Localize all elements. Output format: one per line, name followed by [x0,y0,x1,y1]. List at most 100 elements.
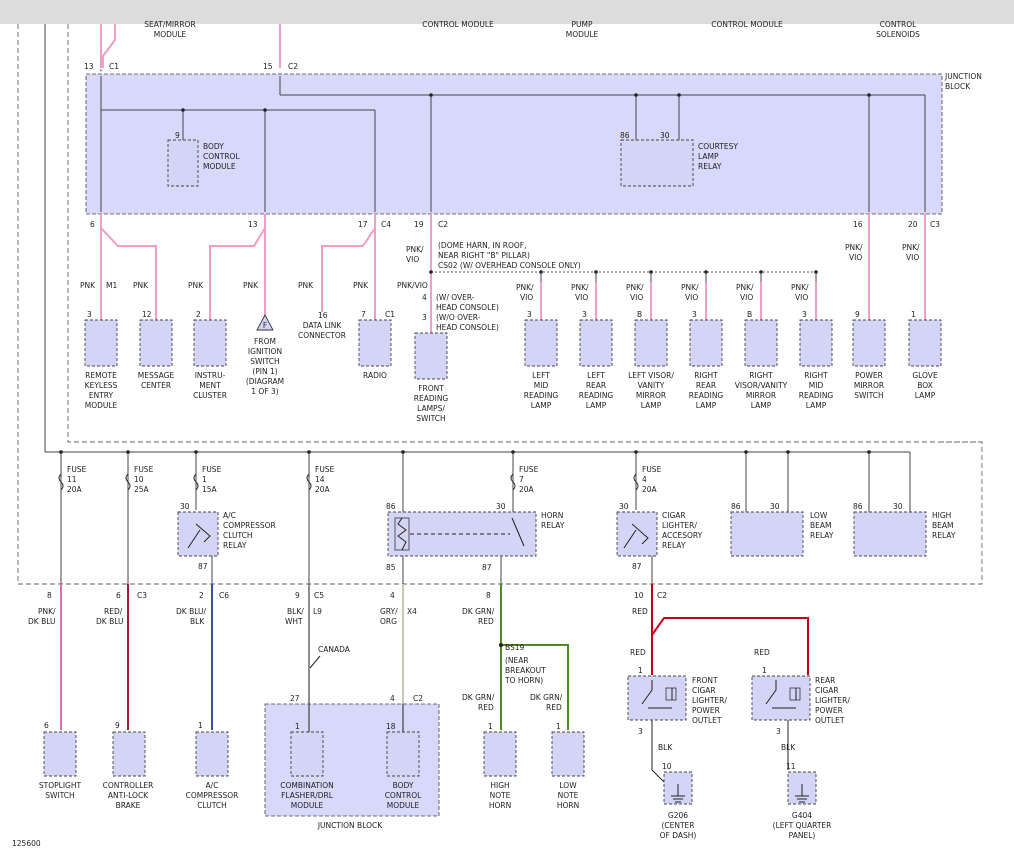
dome-note-1: (DOME HARN, IN ROOF, [438,241,526,250]
svg-text:6: 6 [44,721,49,730]
upper-component-label: MIRROR [636,391,666,400]
svg-text:DK BLU: DK BLU [28,617,56,626]
svg-text:SWITCH: SWITCH [45,791,74,800]
svg-text:9: 9 [295,591,300,600]
svg-text:B: B [637,310,642,319]
upper-component-label: REAR [586,381,606,390]
bcm-pin-9: 9 [175,131,180,140]
svg-text:RED/: RED/ [104,607,123,616]
upper-component-label: SWITCH [854,391,883,400]
upper-component-label: CLUSTER [193,391,227,400]
svg-text:VIO: VIO [575,293,588,302]
svg-text:PNK/: PNK/ [791,283,809,292]
svg-text:DK GRN/: DK GRN/ [462,693,495,702]
svg-text:PNK/: PNK/ [902,243,920,252]
svg-text:HIGH: HIGH [932,511,951,520]
svg-text:10: 10 [662,762,672,771]
svg-text:7: 7 [361,310,366,319]
upper-component-label: LAMP [806,401,827,410]
svg-text:30: 30 [770,502,780,511]
svg-text:BEAM: BEAM [932,521,954,530]
svg-text:VIO: VIO [520,293,533,302]
courtesy-relay-label-2: LAMP [698,152,719,161]
svg-text:3: 3 [87,310,92,319]
overhead-note-4: HEAD CONSOLE) [436,323,499,332]
pin-13-top: 13 [84,62,94,71]
svg-text:3: 3 [776,727,781,736]
svg-text:RELAY: RELAY [223,541,247,550]
svg-text:HORN: HORN [557,801,579,810]
svg-text:ORG: ORG [380,617,397,626]
front-cigar-lighter-power-outlet: 1 3 FRONT CIGAR LIGHTER/ POWER OUTLET [627,666,727,736]
svg-text:PNK: PNK [243,281,259,290]
svg-text:LIGHTER/: LIGHTER/ [662,521,697,530]
svg-text:VIO: VIO [685,293,698,302]
svg-text:COMPRESSOR: COMPRESSOR [186,791,239,800]
svg-text:RED: RED [632,607,648,616]
upper-component-label: MESSAGE [138,371,175,380]
svg-text:PANEL): PANEL) [789,831,816,840]
upper-component-label: FRONT [418,384,444,393]
svg-text:COMBINATION: COMBINATION [280,781,333,790]
horn-relay-contact-icon [511,517,525,547]
svg-text:HIGH: HIGH [490,781,509,790]
svg-text:G206: G206 [668,811,688,820]
upper-component-label: MID [809,381,824,390]
svg-text:87: 87 [482,563,492,572]
svg-text:12: 12 [142,310,152,319]
upper-component-label: LAMP [915,391,936,400]
svg-text:RED: RED [478,703,494,712]
svg-text:CANADA: CANADA [318,645,351,654]
svg-text:RELAY: RELAY [662,541,686,550]
overhead-note-2: HEAD CONSOLE) [436,303,499,312]
svg-text:PNK: PNK [80,281,96,290]
upper-component-label: READING [689,391,724,400]
svg-text:˅: ˅ [99,69,103,78]
conn-c1-top: C1 [109,62,119,71]
upper-component-label: KEYLESS [85,381,118,390]
overhead-note-3: (W/O OVER- [436,313,481,322]
upper-component-label: BOX [917,381,933,390]
svg-text:PNK: PNK [133,281,149,290]
upper-component-label: READING [799,391,834,400]
svg-text:CLUTCH: CLUTCH [197,801,227,810]
svg-text:3: 3 [802,310,807,319]
header-seat-mirror: SEAT/MIRROR [144,20,195,29]
svg-text:20A: 20A [315,485,331,494]
svg-text:20A: 20A [642,485,658,494]
svg-text:DK GRN/: DK GRN/ [462,607,495,616]
svg-text:G404: G404 [792,811,812,820]
pin-19-bottom: 19 [414,220,424,229]
svg-text:OUTLET: OUTLET [692,716,722,725]
courtesy-relay-pin-86: 86 [620,131,630,140]
fuse-icon [58,473,64,491]
svg-text:VIO: VIO [630,293,643,302]
upper-component-label: MIRROR [746,391,776,400]
svg-text:18: 18 [386,722,396,731]
svg-text:PNK/: PNK/ [845,243,863,252]
pin-15-top: 15 [263,62,273,71]
svg-text:HORN: HORN [489,801,511,810]
svg-text:1: 1 [762,666,767,675]
ignition-connector-icon [256,314,274,331]
upper-component-label: LAMP [751,401,772,410]
upper-component-label: LAMP [531,401,552,410]
header-labels: SEAT/MIRROR MODULE CONTROL MODULE PUMP M… [144,20,920,39]
svg-text:3: 3 [527,310,532,319]
anti-lock-brake-controller: 9 CONTROLLER ANTI-LOCK BRAKE [103,721,154,810]
upper-pink-wires [100,214,926,333]
svg-text:ANTI-LOCK: ANTI-LOCK [108,791,149,800]
data-link-label-2: CONNECTOR [298,331,346,340]
svg-text:RELAY: RELAY [932,531,956,540]
svg-text:30: 30 [619,502,629,511]
svg-text:87: 87 [198,562,208,571]
svg-text:4: 4 [390,591,395,600]
upper-component-label: POWER [855,371,883,380]
